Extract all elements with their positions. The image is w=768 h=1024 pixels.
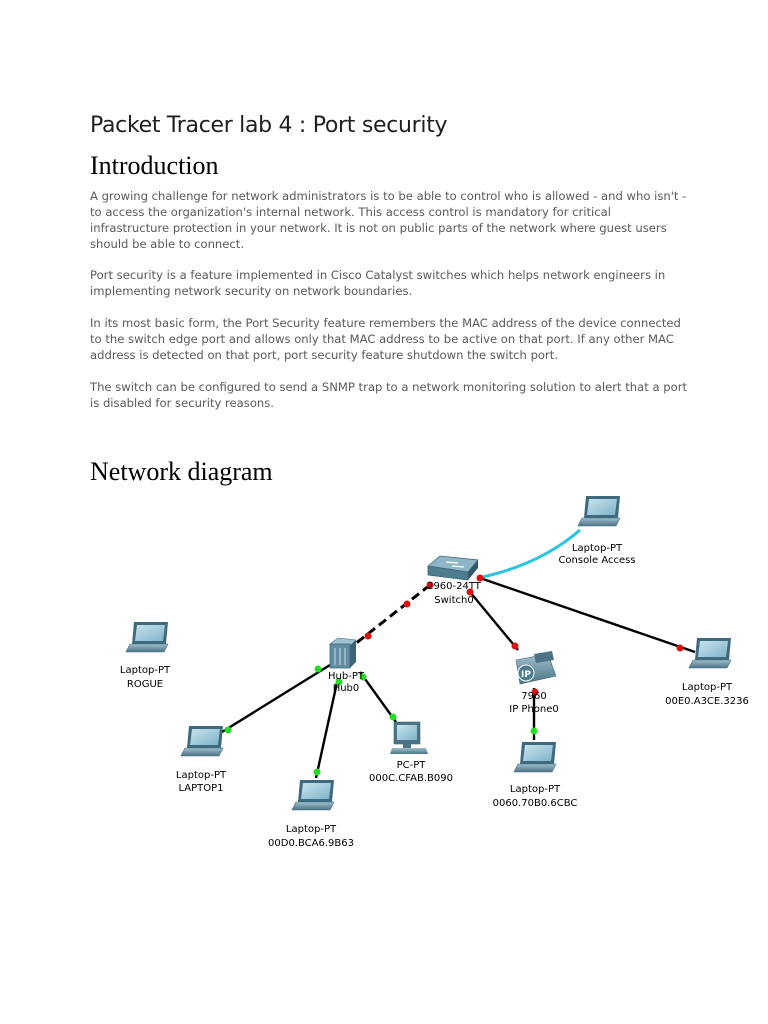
laptop-icon: [577, 495, 621, 527]
intro-paragraph-2: Port security is a feature implemented i…: [90, 268, 666, 298]
pc-icon: [390, 721, 428, 754]
svg-text:IP: IP: [521, 670, 531, 680]
device-ip-phone: IP 7960 IP Phone0: [509, 651, 559, 715]
device-name-label: Console Access: [558, 555, 635, 566]
network-diagram-heading: Network diagram: [90, 457, 273, 486]
device-type-label: Laptop-PT: [176, 770, 227, 781]
link-status-dots: [224, 574, 684, 776]
link-switch-laptop-3236: [479, 576, 696, 654]
device-type-label: Laptop-PT: [286, 824, 337, 835]
device-pc: PC-PT 000C.CFAB.B090: [369, 721, 453, 784]
intro-paragraph-4: The switch can be configured to send a S…: [90, 380, 688, 410]
ip-phone-icon: IP: [515, 651, 557, 685]
hub-icon: [329, 637, 357, 669]
link-hub-pc: [359, 671, 397, 723]
device-type-label: PC-PT: [397, 760, 427, 771]
device-type-label: 7960: [521, 691, 546, 702]
device-name-label: IP Phone0: [509, 704, 559, 715]
device-name-label: 00E0.A3CE.3236: [665, 696, 749, 707]
laptop-icon: [180, 725, 224, 757]
device-name-label: ROGUE: [127, 679, 163, 690]
device-name-label: 000C.CFAB.B090: [369, 773, 453, 784]
link-switch-hub: [349, 583, 431, 650]
page-title: Packet Tracer lab 4 : Port security: [90, 113, 448, 138]
link-hub-laptop-9b63: [314, 677, 340, 779]
device-laptop-9b63: Laptop-PT 00D0.BCA6.9B63: [268, 779, 354, 849]
device-type-label: Hub-PT: [328, 671, 365, 682]
switch-icon: [427, 555, 479, 581]
intro-paragraph-1: A growing challenge for network administ…: [90, 189, 687, 251]
device-laptop-3236: Laptop-PT 00E0.A3CE.3236: [665, 637, 749, 707]
device-switch: 2960-24TT Switch0: [427, 555, 482, 606]
device-type-label: 2960-24TT: [427, 581, 482, 592]
laptop-icon: [291, 779, 335, 811]
laptop-icon: [513, 741, 557, 773]
device-name-label: LAPTOP1: [178, 783, 223, 794]
laptop-icon: [688, 637, 732, 669]
device-name-label: Hub0: [333, 683, 360, 694]
link-hub-laptop1: [221, 663, 331, 734]
device-hub: Hub-PT Hub0: [328, 637, 365, 694]
laptop-icon: [125, 621, 169, 653]
device-laptop-cbc: Laptop-PT 0060.70B0.6CBC: [493, 741, 578, 809]
link-switch-phone: [469, 591, 519, 651]
device-type-label: Laptop-PT: [682, 682, 733, 693]
device-name-label: 0060.70B0.6CBC: [493, 798, 578, 809]
device-name-label: Switch0: [434, 595, 473, 606]
device-console-laptop: Laptop-PT Console Access: [558, 495, 636, 566]
device-name-label: 00D0.BCA6.9B63: [268, 838, 354, 849]
device-type-label: Laptop-PT: [510, 784, 561, 795]
device-rogue-laptop: Laptop-PT ROGUE: [120, 621, 171, 690]
introduction-heading: Introduction: [90, 151, 219, 180]
device-type-label: Laptop-PT: [572, 543, 623, 554]
device-laptop1: Laptop-PT LAPTOP1: [176, 725, 227, 794]
intro-paragraph-3: In its most basic form, the Port Securit…: [90, 316, 681, 362]
device-type-label: Laptop-PT: [120, 665, 171, 676]
network-diagram: Laptop-PT Console Access 2960-24TT Switc…: [120, 495, 749, 849]
link-console: [477, 528, 581, 580]
